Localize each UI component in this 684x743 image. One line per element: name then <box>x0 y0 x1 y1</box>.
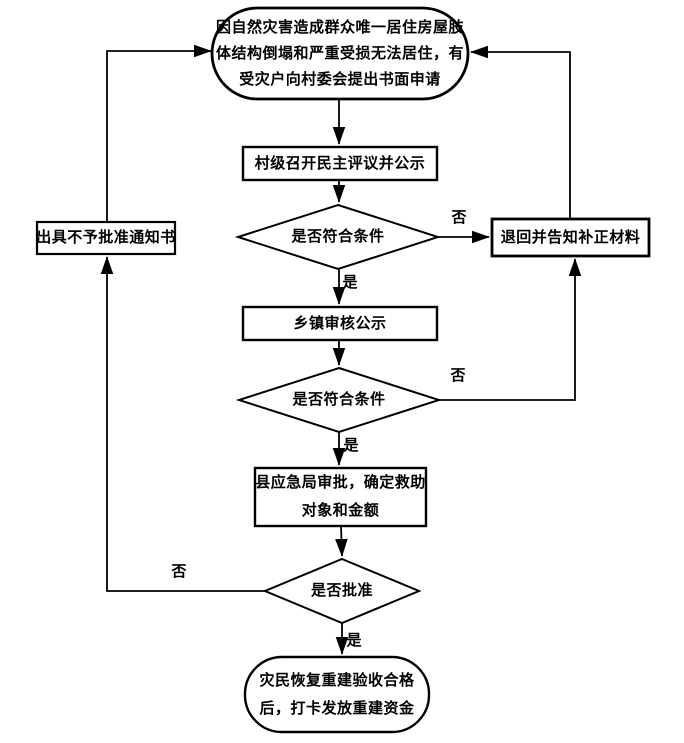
node-start-line3: 受灾户向村委会提出书面申请 <box>239 70 441 88</box>
node-reject-notice: 出具不予批准通知书 <box>36 222 176 254</box>
node-county-approval-shape <box>253 466 428 528</box>
node-reject-notice-label: 出具不予批准通知书 <box>36 229 176 246</box>
edge-decision2-no-to-return <box>439 258 582 401</box>
edge-label-decision2-yes: 是 <box>343 437 359 454</box>
node-decision-village-shape <box>234 203 442 271</box>
edge-label-decision3-yes: 是 <box>346 632 362 649</box>
node-decision-town: 是否符合条件 <box>239 368 439 432</box>
node-county-approval: 县应急局审批，确定救助 对象和金额 <box>255 468 426 526</box>
node-decision-approve: 是否批准 <box>265 559 419 623</box>
node-town-review: 乡镇审核公示 <box>243 307 437 340</box>
node-decision-village: 是否符合条件 <box>238 205 438 269</box>
edge-label-decision1-yes: 是 <box>342 274 358 291</box>
node-town-review-shape <box>241 305 439 342</box>
node-decision-town-label: 是否符合条件 <box>292 391 386 408</box>
node-county-approval-line1: 县应急局审批，确定救助 <box>255 474 426 491</box>
node-end-shape <box>243 655 431 734</box>
node-return-materials: 退回并告知补正材料 <box>492 219 649 256</box>
edge-reject-to-start <box>106 44 212 222</box>
node-end-line2: 后，打卡发放重建资金 <box>259 699 415 717</box>
node-decision-approve-label: 是否批准 <box>310 582 373 599</box>
node-end: 灾民恢复重建验收合格 后，打卡发放重建资金 <box>245 657 429 732</box>
node-start-line1: 因自然灾害造成群众唯一居住房屋肢 <box>215 18 464 36</box>
edge-county-to-decision3 <box>335 525 348 557</box>
edge-return-to-start <box>470 45 571 219</box>
node-village-review-label: 村级召开民主评议并公示 <box>254 154 426 172</box>
node-county-approval-line2: 对象和金额 <box>301 502 380 519</box>
edge-decision3-no-to-reject <box>100 256 265 592</box>
node-return-materials-label: 退回并告知补正材料 <box>500 228 641 246</box>
node-village-review-shape <box>241 145 439 182</box>
node-town-review-label: 乡镇审核公示 <box>293 314 387 332</box>
edge-label-decision3-no: 否 <box>171 563 187 580</box>
edge-label-decision1-no: 否 <box>451 209 467 226</box>
node-village-review: 村级召开民主评议并公示 <box>243 147 437 180</box>
node-start: 因自然灾害造成群众唯一居住房屋肢 体结构倒塌和严重受损无法居住，有 受灾户向村委… <box>212 8 468 99</box>
node-start-shape <box>210 6 470 101</box>
node-start-line2: 体结构倒塌和严重受损无法居住，有 <box>215 44 464 62</box>
node-decision-village-label: 是否符合条件 <box>291 228 385 245</box>
edge-label-decision2-no: 否 <box>450 367 466 384</box>
node-end-line1: 灾民恢复重建验收合格 <box>259 671 415 689</box>
node-reject-notice-shape <box>35 220 177 256</box>
